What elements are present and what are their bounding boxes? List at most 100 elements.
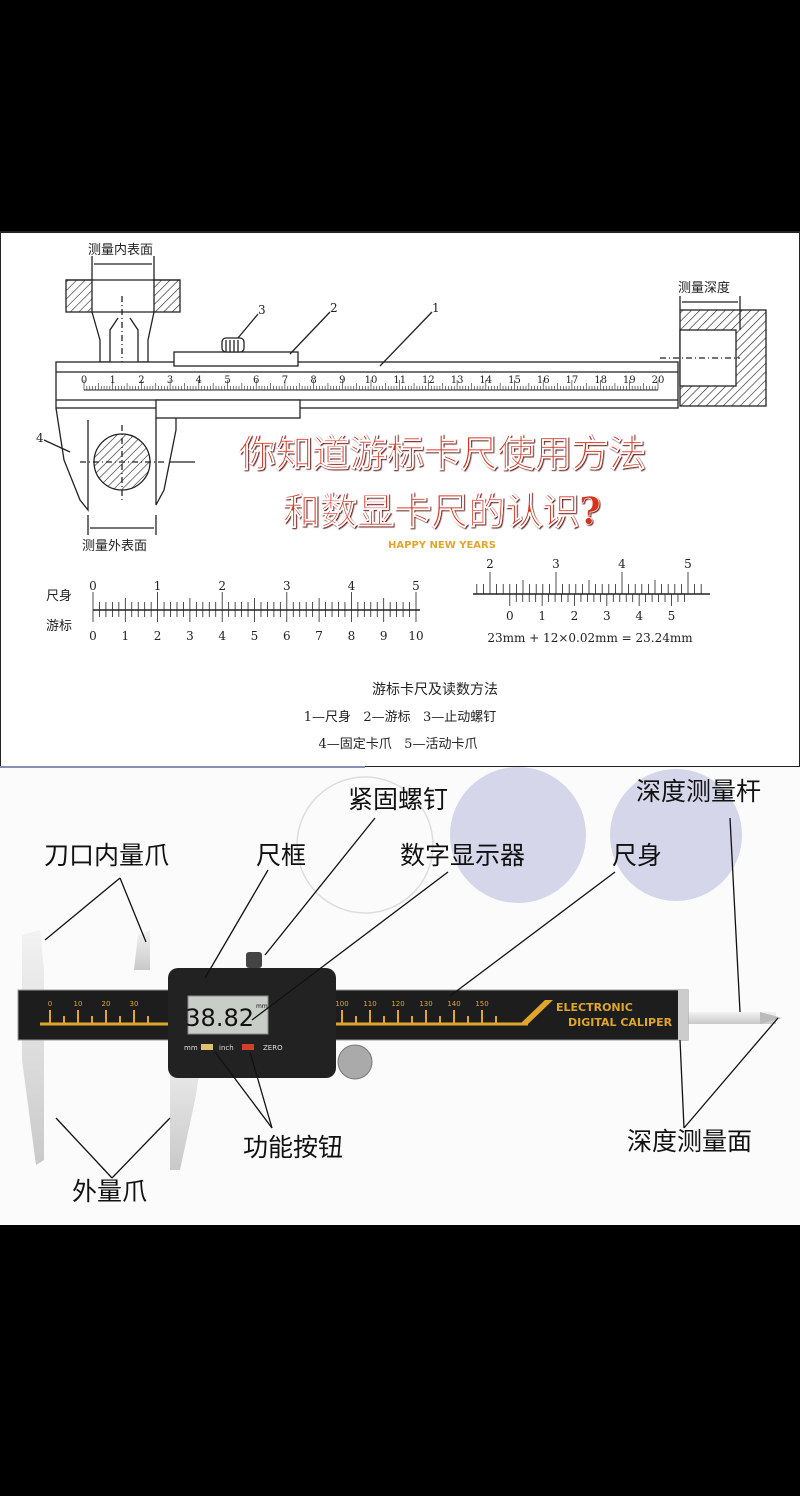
scale-number: 16 xyxy=(537,375,550,386)
brand-line-2: DIGITAL CALIPER xyxy=(568,1016,673,1029)
main-number: 5 xyxy=(412,579,420,593)
main-number: 3 xyxy=(552,557,560,571)
scale-number: 14 xyxy=(479,375,492,386)
title-subtitle: HAPPY NEW YEARS xyxy=(388,540,496,551)
vernier-number: 0 xyxy=(506,609,514,623)
label-display: 数字显示器 xyxy=(400,841,525,870)
vernier-scale-label: 游标 xyxy=(46,619,72,634)
scale-number: 0 xyxy=(48,1000,52,1008)
mm-inch-button[interactable] xyxy=(201,1044,213,1050)
vernier-number: 2 xyxy=(571,609,579,623)
scale-number: 10 xyxy=(365,375,378,386)
main-number: 4 xyxy=(348,579,356,593)
scale-number: 19 xyxy=(623,375,636,386)
callout-1: 1 xyxy=(432,301,440,315)
scale-number: 20 xyxy=(652,375,665,386)
scale-number: 3 xyxy=(167,375,173,386)
label-inner-jaws: 刀口内量爪 xyxy=(44,841,169,870)
main-number: 2 xyxy=(218,579,226,593)
vernier-number: 5 xyxy=(251,629,259,643)
scale-number: 140 xyxy=(447,1000,460,1008)
button-label-zero: ZERO xyxy=(263,1044,283,1052)
reading-formula: 23mm + 12×0.02mm = 23.24mm xyxy=(487,631,693,645)
label-outer-surface: 测量外表面 xyxy=(82,539,147,554)
scale-number: 12 xyxy=(422,375,435,386)
scale-number: 100 xyxy=(335,1000,348,1008)
vernier-number: 0 xyxy=(89,629,97,643)
scale-number: 13 xyxy=(451,375,464,386)
vernier-number: 3 xyxy=(603,609,611,623)
main-scale-ticks xyxy=(83,380,659,391)
scale-number: 5 xyxy=(224,375,230,386)
scale-number: 8 xyxy=(310,375,316,386)
leader-lines xyxy=(44,817,779,1179)
scale-number: 20 xyxy=(102,1000,111,1008)
brand-line-1: ELECTRONIC xyxy=(556,1001,633,1014)
vernier-caliper-drawing xyxy=(43,256,767,535)
caption-line-2: 4—固定卡爪 5—活动卡爪 xyxy=(319,737,478,752)
label-depth: 测量深度 xyxy=(678,280,730,296)
scale-number: 15 xyxy=(508,375,521,386)
button-label-mm: mm xyxy=(184,1044,198,1052)
vernier-number: 9 xyxy=(380,629,388,643)
vernier-number: 2 xyxy=(154,629,162,643)
scale-number: 7 xyxy=(282,375,288,386)
main-number: 2 xyxy=(486,557,494,571)
scale-number: 11 xyxy=(393,375,406,386)
label-beam: 尺身 xyxy=(612,841,662,870)
vernier-number: 1 xyxy=(121,629,129,643)
vernier-number: 8 xyxy=(348,629,356,643)
scale-number: 17 xyxy=(566,375,579,386)
vernier-number: 4 xyxy=(218,629,226,643)
main-number: 5 xyxy=(684,557,692,571)
zero-button[interactable] xyxy=(242,1044,254,1050)
lcd-unit: mm xyxy=(256,1003,268,1010)
main-scale-label: 尺身 xyxy=(46,588,72,604)
scale-number: 1 xyxy=(110,375,116,386)
main-number: 3 xyxy=(283,579,291,593)
main-number: 1 xyxy=(154,579,162,593)
vernier-number: 10 xyxy=(408,629,423,643)
scale-number: 18 xyxy=(594,375,607,386)
title-line-1: 你知道游标卡尺使用方法 xyxy=(238,431,646,475)
caption-title: 游标卡尺及读数方法 xyxy=(372,681,498,698)
vernier-number: 4 xyxy=(635,609,643,623)
scale-number: 9 xyxy=(339,375,345,386)
callout-4: 4 xyxy=(36,431,44,445)
reading-example-23mm: 2 3 4 5 0 1 2 3 4 5 xyxy=(473,557,710,623)
vernier-number: 3 xyxy=(186,629,194,643)
scale-number: 2 xyxy=(138,375,144,386)
top-panel xyxy=(0,231,800,768)
scale-number: 110 xyxy=(363,1000,376,1008)
button-label-inch: inch xyxy=(219,1044,234,1052)
label-inner-surface: 测量内表面 xyxy=(88,242,153,258)
callout-3: 3 xyxy=(258,303,266,317)
label-frame: 尺框 xyxy=(256,841,306,870)
vernier-number: 5 xyxy=(668,609,676,623)
vernier-number: 1 xyxy=(538,609,546,623)
label-depth-rod: 深度测量杆 xyxy=(636,777,761,806)
scale-number: 120 xyxy=(391,1000,404,1008)
scale-number: 130 xyxy=(419,1000,432,1008)
callout-2: 2 xyxy=(330,301,338,315)
reading-example-scale: 0 1 2 3 4 5 0 1 2 3 4 5 6 7 8 9 10 xyxy=(89,579,423,643)
vernier-number: 7 xyxy=(315,629,323,643)
caption-line-1: 1—尺身 2—游标 3—止动螺钉 xyxy=(304,709,497,725)
scale-number: 4 xyxy=(196,375,202,386)
lcd-reading: 38.82 xyxy=(185,1004,254,1032)
main-number: 4 xyxy=(618,557,626,571)
vernier-number: 6 xyxy=(283,629,291,643)
label-depth-face: 深度测量面 xyxy=(627,1127,752,1156)
digital-caliper: 0 10 20 30 100 110 120 130 140 150 ELECTRONIC DIG… xyxy=(17,930,782,1170)
main-number: 0 xyxy=(89,579,97,593)
scale-number: 150 xyxy=(475,1000,488,1008)
title-line-2: 和数显卡尺的认识? xyxy=(283,489,601,533)
scale-number: 0 xyxy=(81,375,87,386)
scale-number: 6 xyxy=(253,375,259,386)
scale-number: 10 xyxy=(74,1000,83,1008)
label-outer-jaws: 外量爪 xyxy=(72,1177,147,1206)
label-buttons: 功能按钮 xyxy=(243,1133,343,1162)
scale-number: 30 xyxy=(130,1000,139,1008)
